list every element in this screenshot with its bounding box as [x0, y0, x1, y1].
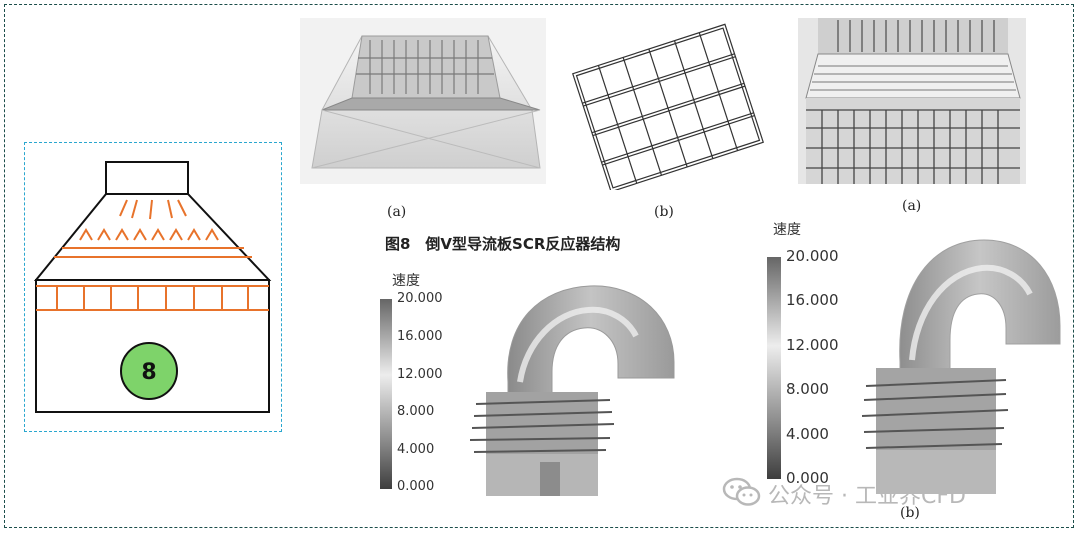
figure-caption: 图8 倒V型导流板SCR反应器结构 — [385, 235, 621, 253]
label-b1: (b) — [654, 204, 674, 220]
legend-left-tick: 16.000 — [397, 329, 443, 344]
distributor-plates — [54, 247, 252, 258]
watermark-text: 公众号 · 工业界CFD — [768, 484, 966, 509]
schematic-frame — [24, 142, 282, 432]
guide-vanes — [119, 199, 187, 220]
wechat-icon — [722, 477, 761, 506]
legend-left-title: 速度 — [392, 273, 420, 289]
inverted-v-baffles — [79, 228, 219, 241]
inlet-duct — [105, 161, 189, 195]
outer-frame — [4, 4, 1074, 528]
figure-b1-grid-panel — [572, 23, 764, 190]
badge-number: 8 — [141, 360, 156, 385]
cfd-contour-right — [861, 239, 1061, 494]
number-badge — [120, 342, 178, 400]
legend-left-tick: 12.000 — [397, 367, 443, 382]
label-a1: (a) — [387, 204, 407, 220]
legend-right-tick: 20.000 — [786, 247, 839, 265]
legend-right-tick: 4.000 — [786, 425, 829, 443]
legend-right-tick: 12.000 — [786, 336, 839, 354]
reactor-schematic: 8 — [33, 161, 272, 413]
legend-right-tick: 0.000 — [786, 469, 829, 487]
legend-left-tick: 0.000 — [397, 479, 435, 494]
label-b2: (b) — [900, 505, 920, 521]
legend-left-tick: 4.000 — [397, 442, 435, 457]
label-a2: (a) — [902, 198, 922, 214]
legend-right-colorbar — [767, 257, 781, 479]
legend-left-tick: 20.000 — [397, 291, 443, 306]
legend-right-tick: 8.000 — [786, 380, 829, 398]
figure-a1-hood-render — [300, 18, 546, 184]
legend-right-title: 速度 — [773, 222, 801, 238]
legend-right-tick: 16.000 — [786, 291, 839, 309]
cfd-contour-left — [469, 285, 675, 496]
hood — [33, 193, 272, 281]
legend-left-tick: 8.000 — [397, 404, 435, 419]
legend-left-colorbar — [380, 299, 392, 489]
figure-a2-section-render — [798, 18, 1026, 184]
catalyst-grid — [36, 285, 269, 311]
